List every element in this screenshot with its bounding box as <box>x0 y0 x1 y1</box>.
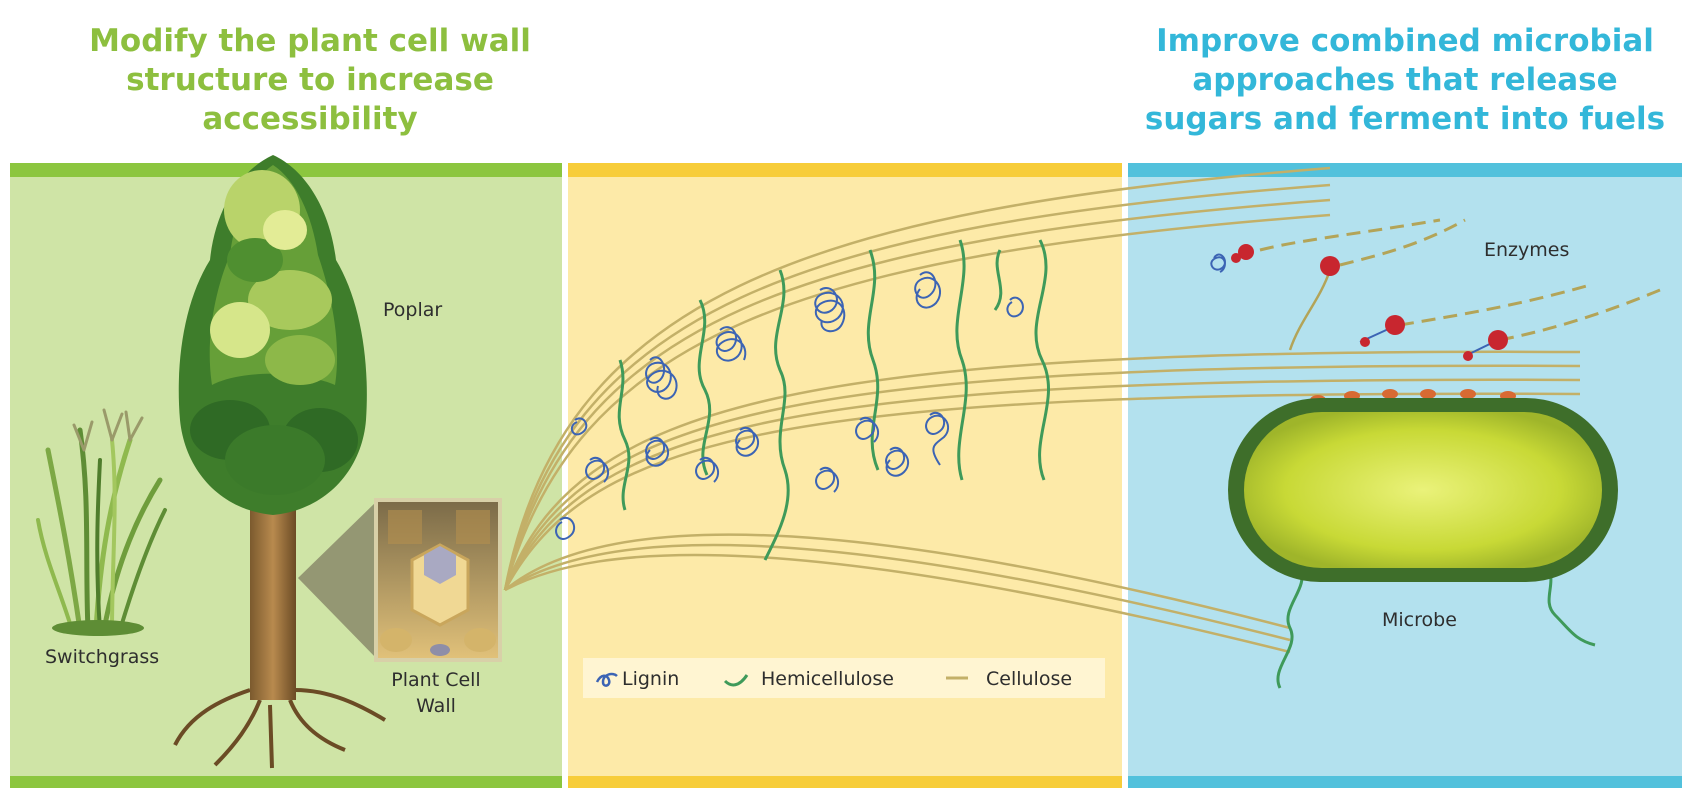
legend-label-lignin: Lignin <box>622 668 679 690</box>
label-switchgrass: Switchgrass <box>45 646 159 668</box>
label-microbe: Microbe <box>1382 609 1457 631</box>
label-poplar: Poplar <box>383 299 442 321</box>
label-plant-cell-wall-line-1: Plant Cell <box>391 669 480 691</box>
label-plant-cell-wall-line-2: Wall <box>416 695 456 717</box>
legend-label-hemicellulose: Hemicellulose <box>761 668 894 690</box>
legend-label-cellulose: Cellulose <box>986 668 1072 690</box>
legend: Lignin Hemicellulose Cellulose <box>583 658 1105 698</box>
label-enzymes: Enzymes <box>1484 239 1569 261</box>
